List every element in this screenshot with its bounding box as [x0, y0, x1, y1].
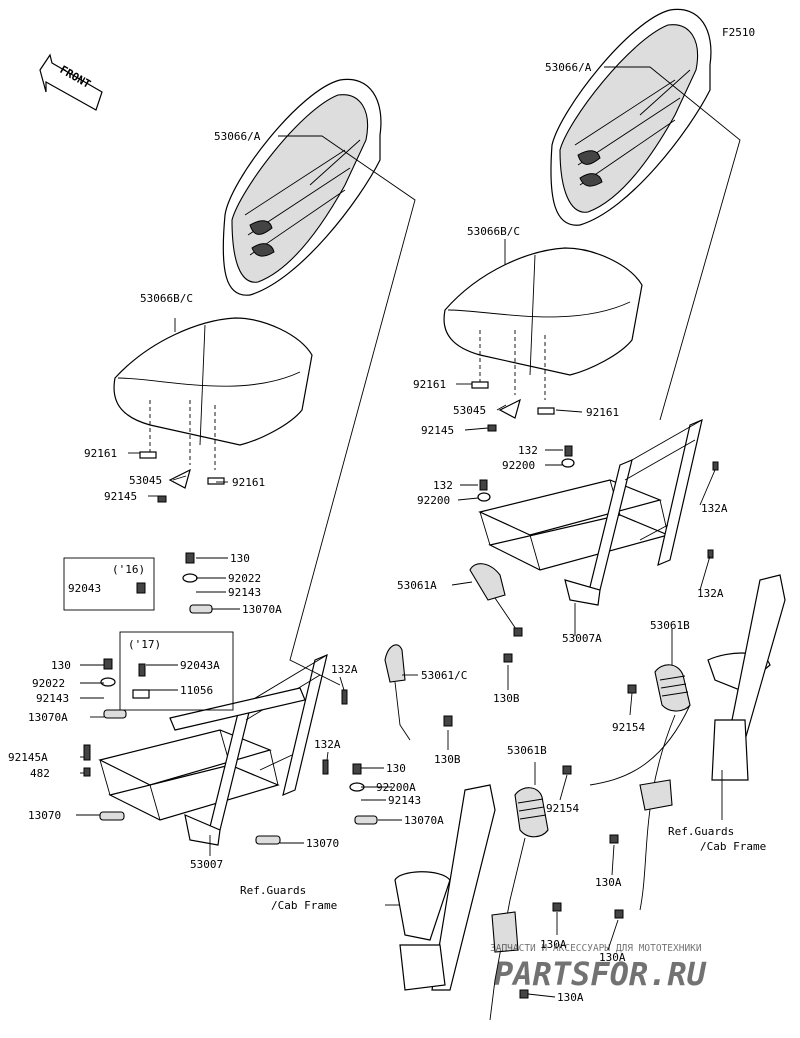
- callout-label: 53066/A: [545, 61, 592, 74]
- right-seat-cushion: [443, 247, 643, 415]
- callout-label: 92043A: [180, 659, 220, 672]
- year-17-note: ('17): [128, 638, 161, 651]
- callout-label: 92200: [502, 459, 535, 472]
- callout-label: 130B: [434, 753, 461, 766]
- left-seatbelt-retractor: [394, 765, 572, 1021]
- callout-label: 13070: [28, 809, 61, 822]
- callout-label: 53066/A: [214, 130, 261, 143]
- callout-label: 132: [518, 444, 538, 457]
- callout-label: /Cab Frame: [700, 840, 766, 853]
- callout-label: 53066B/C: [140, 292, 193, 305]
- callout-label: 53061/C: [421, 669, 467, 682]
- callout-label: 92154: [546, 802, 579, 815]
- callout-label: 92145: [104, 490, 137, 503]
- callout-label: 92022: [228, 572, 261, 585]
- callout-label: 132A: [331, 663, 358, 676]
- callout-label: 13070A: [242, 603, 282, 616]
- leader-lines: [76, 66, 741, 998]
- right-seatbelt-buckle: [469, 563, 523, 663]
- watermark-brand: PARTSFOR.RU: [494, 955, 707, 993]
- callout-label: 130A: [595, 876, 622, 889]
- callout-label: 53007: [190, 858, 223, 871]
- callout-label: 130: [386, 762, 406, 775]
- callout-label: 13070A: [28, 711, 68, 724]
- callout-label: 92161: [232, 476, 265, 489]
- callout-label: 92022: [32, 677, 65, 690]
- callout-label: 92043: [68, 582, 101, 595]
- callout-label: /Cab Frame: [271, 899, 337, 912]
- right-hardware: [157, 398, 719, 559]
- callout-label: 482: [30, 767, 50, 780]
- callout-label: 132: [433, 479, 453, 492]
- callout-label: 92145: [421, 424, 454, 437]
- right-seatbelt-retractor: [589, 574, 786, 919]
- callout-label: 53061B: [650, 619, 690, 632]
- callout-label: 53061B: [507, 744, 547, 757]
- left-seat-back: [222, 78, 382, 296]
- callout-label: 53061A: [397, 579, 437, 592]
- left-seat-frame: [98, 653, 328, 846]
- front-arrow-icon: FRONT: [39, 53, 103, 111]
- callout-label: 132A: [701, 502, 728, 515]
- callout-label: 53045: [453, 404, 486, 417]
- callout-label: 11056: [180, 684, 213, 697]
- year-16-note: ('16): [112, 563, 145, 576]
- left-seat-cushion: [113, 317, 313, 485]
- callout-label: 92161: [413, 378, 446, 391]
- callout-label: 130A: [557, 991, 584, 1004]
- callout-label: 53007A: [562, 632, 602, 645]
- callout-label: 92143: [228, 586, 261, 599]
- watermark-tagline: ЗАПЧАСТИ И АКСЕССУАРЫ ДЛЯ МОТОТЕХНИКИ: [490, 943, 702, 954]
- right-seat-back: [550, 8, 712, 226]
- figure-code: F2510: [722, 26, 755, 39]
- callout-label: 92154: [612, 721, 645, 734]
- callout-label: 132A: [314, 738, 341, 751]
- callout-label: 130: [51, 659, 71, 672]
- callout-labels: 53066/A 53066/A 53066B/C 53066B/C 92161 …: [8, 61, 766, 1004]
- callout-label: Ref.Guards: [668, 825, 734, 838]
- callout-label: 92161: [84, 447, 117, 460]
- year-17-box: [119, 631, 234, 711]
- callout-label: 92143: [36, 692, 69, 705]
- callout-label: Ref.Guards: [240, 884, 306, 897]
- callout-label: 92200: [417, 494, 450, 507]
- callout-label: 132A: [697, 587, 724, 600]
- year-16-box: [63, 557, 155, 611]
- callout-label: 92145A: [8, 751, 48, 764]
- callout-label: 13070: [306, 837, 339, 850]
- callout-label: 92143: [388, 794, 421, 807]
- callout-label: 130: [230, 552, 250, 565]
- left-seatbelt-buckle: [384, 644, 453, 741]
- callout-label: 53066B/C: [467, 225, 520, 238]
- watermark: ЗАПЧАСТИ И АКСЕССУАРЫ ДЛЯ МОТОТЕХНИКИ PA…: [490, 943, 707, 993]
- callout-label: 53045: [129, 474, 162, 487]
- callout-label: 130A: [540, 938, 567, 951]
- right-seat-frame: [478, 418, 703, 606]
- callout-label: 130A: [599, 951, 626, 964]
- callout-label: 13070A: [404, 814, 444, 827]
- callout-label: 130B: [493, 692, 520, 705]
- callout-label: 92161: [586, 406, 619, 419]
- callout-label: 92200A: [376, 781, 416, 794]
